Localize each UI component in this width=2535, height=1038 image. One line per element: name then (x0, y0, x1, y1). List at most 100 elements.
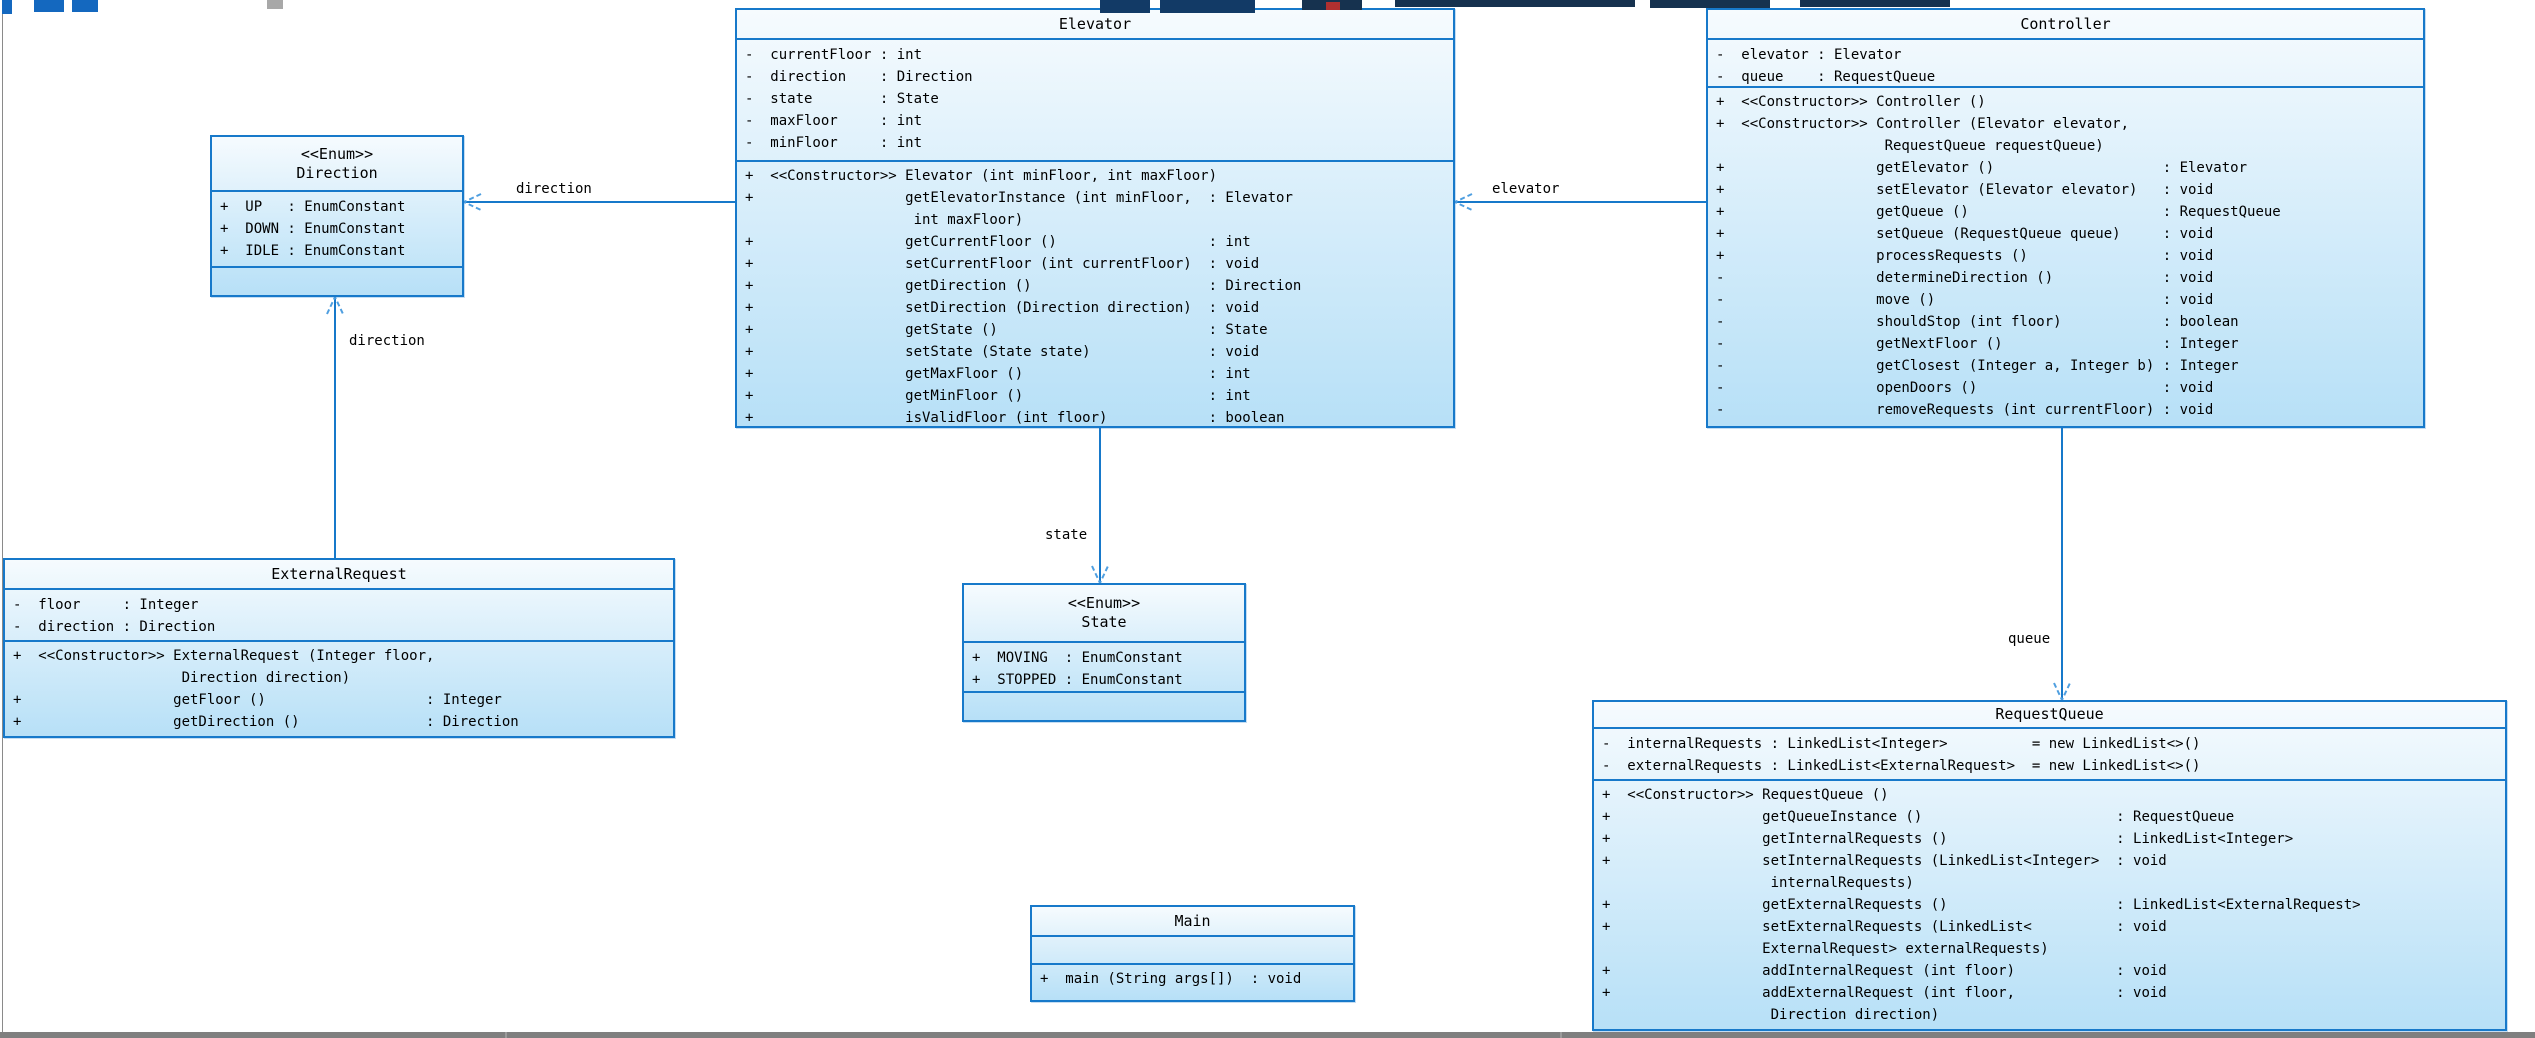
edge-label-elevator-to-state: state (1045, 527, 1088, 543)
method-row: - getNextFloor () : Integer (1716, 336, 2239, 352)
method-row: + <<Constructor>> Elevator (int minFloor… (745, 168, 1218, 184)
methods-compartment: + <<Constructor>> Elevator (int minFloor… (737, 162, 1453, 429)
attribute-row: - currentFloor : int (745, 47, 923, 63)
method-row: + setCurrentFloor (int currentFloor) : v… (745, 256, 1260, 272)
methods-compartment: + <<Constructor>> RequestQueue ()+ getQu… (1594, 781, 2505, 1026)
method-row: Direction direction) (1602, 1007, 1940, 1023)
edge-label-controller-to-requestqueue: queue (2008, 631, 2051, 647)
horizontal-scrollbar[interactable] (0, 1032, 2535, 1038)
method-row: + <<Constructor>> Controller (Elevator e… (1716, 116, 2130, 132)
attributes-compartment: + UP : EnumConstant + DOWN : EnumConstant… (212, 192, 462, 268)
clipped-toolbar-artifact (1650, 0, 1770, 8)
attribute-row: - internalRequests : LinkedList<Integer>… (1602, 736, 2201, 752)
attribute-row: + UP : EnumConstant (220, 199, 406, 215)
attribute-row: - maxFloor : int (745, 113, 923, 129)
class-header-externalrequest: ExternalRequest (5, 560, 673, 590)
clipped-toolbar-artifact (34, 0, 64, 12)
method-row: + getCurrentFloor () : int (745, 234, 1251, 250)
scrollbar-seam (505, 1032, 507, 1038)
method-row: - removeRequests (int currentFloor) : vo… (1716, 402, 2214, 418)
method-row: + setInternalRequests (LinkedList<Intege… (1602, 853, 2167, 869)
class-header-main: Main (1032, 907, 1353, 937)
clipped-toolbar-artifact (1800, 0, 1950, 7)
stereotype-label: <<Enum>> (1067, 594, 1141, 612)
edge-label-controller-to-elevator: elevator (1492, 181, 1560, 197)
stereotype-label: <<Enum>> (300, 144, 374, 163)
method-row: + <<Constructor>> Controller () (1716, 94, 1986, 110)
attribute-row: - elevator : Elevator (1716, 47, 1902, 63)
attributes-compartment (1032, 937, 1353, 965)
attribute-row: - minFloor : int (745, 135, 923, 151)
method-row: + getDirection () : Direction (745, 278, 1302, 294)
attributes-compartment: - floor : Integer- direction : Direction (5, 590, 673, 642)
attribute-row: - direction : Direction (13, 619, 216, 635)
class-box-externalrequest[interactable]: ExternalRequest - floor : Integer- direct… (3, 558, 675, 738)
methods-compartment (212, 268, 462, 271)
method-row: + setState (State state) : void (745, 344, 1260, 360)
attribute-row: - state : State (745, 91, 939, 107)
attribute-row: + MOVING : EnumConstant (972, 650, 1183, 666)
class-box-controller[interactable]: Controller - elevator : Elevator - queue :… (1706, 8, 2425, 428)
edge-label-elevator-to-direction: direction (516, 181, 592, 197)
open-arrowhead-icon (461, 193, 482, 211)
method-row: + getMaxFloor () : int (745, 366, 1251, 382)
class-header-requestqueue: RequestQueue (1594, 702, 2505, 729)
method-row: + setQueue (RequestQueue queue) : void (1716, 226, 2214, 242)
attribute-row: + DOWN : EnumConstant (220, 221, 406, 237)
class-name: Main (1174, 911, 1211, 930)
method-row: + processRequests () : void (1716, 248, 2214, 264)
method-row: + <<Constructor>> ExternalRequest (Integ… (13, 648, 435, 664)
class-name: State (1081, 613, 1127, 631)
attribute-row: - queue : RequestQueue (1716, 69, 1936, 85)
clipped-toolbar-artifact (1100, 0, 1150, 13)
method-row: + getElevatorInstance (int minFloor, : E… (745, 190, 1293, 206)
panel-border-left (2, 10, 3, 1032)
method-row: internalRequests) (1602, 875, 1914, 891)
method-row: + getFloor () : Integer (13, 692, 502, 708)
class-name: ExternalRequest (271, 564, 407, 583)
class-header-direction: <<Enum>>Direction (212, 137, 462, 192)
clipped-toolbar-artifact (1395, 0, 1635, 7)
methods-compartment: + <<Constructor>> ExternalRequest (Integ… (5, 642, 673, 733)
class-header-controller: Controller (1708, 10, 2423, 40)
method-row: + main (String args[]) : void (1040, 971, 1302, 987)
method-row: + setExternalRequests (LinkedList< : voi… (1602, 919, 2167, 935)
method-row: + addExternalRequest (int floor, : void (1602, 985, 2167, 1001)
method-row: Direction direction) (13, 670, 351, 686)
method-row: - determineDirection () : void (1716, 270, 2214, 286)
attributes-compartment: + MOVING : EnumConstant+ STOPPED : EnumC… (964, 643, 1244, 693)
methods-compartment (964, 693, 1244, 696)
clipped-toolbar-artifact (2, 0, 12, 14)
class-box-main[interactable]: Main + main (String args[]) : void (1030, 905, 1355, 1002)
open-arrowhead-icon (1452, 193, 1473, 211)
attributes-compartment: - currentFloor : int- direction : Direct… (737, 40, 1453, 162)
method-row: + addInternalRequest (int floor) : void (1602, 963, 2167, 979)
method-row: + <<Constructor>> RequestQueue () (1602, 787, 1889, 803)
method-row: int maxFloor) (745, 212, 1024, 228)
attributes-compartment: - elevator : Elevator - queue : RequestQu… (1708, 40, 2423, 88)
open-arrowhead-icon (326, 294, 344, 315)
class-header-state: <<Enum>>State (964, 585, 1244, 643)
clipped-toolbar-artifact (1160, 0, 1255, 13)
method-row: + getState () : State (745, 322, 1268, 338)
method-row: - getClosest (Integer a, Integer b) : In… (1716, 358, 2239, 374)
attribute-row: - externalRequests : LinkedList<External… (1602, 758, 2201, 774)
methods-compartment: + <<Constructor>> Controller () + <<Const… (1708, 88, 2423, 421)
class-box-requestqueue[interactable]: RequestQueue - internalRequests : LinkedL… (1592, 700, 2507, 1031)
class-box-state[interactable]: <<Enum>>State+ MOVING : EnumConstant+ ST… (962, 583, 1246, 722)
method-row: RequestQueue requestQueue) (1716, 138, 2104, 154)
class-name: Elevator (1058, 14, 1132, 33)
class-name: RequestQueue (1995, 705, 2104, 723)
attributes-compartment: - internalRequests : LinkedList<Integer>… (1594, 729, 2505, 781)
method-row: + setDirection (Direction direction) : v… (745, 300, 1260, 316)
method-row: ExternalRequest> externalRequests) (1602, 941, 2049, 957)
method-row: - openDoors () : void (1716, 380, 2214, 396)
class-box-elevator[interactable]: Elevator - currentFloor : int- direction … (735, 8, 1455, 428)
methods-compartment: + main (String args[]) : void (1032, 965, 1353, 990)
class-header-elevator: Elevator (737, 10, 1453, 40)
class-name: Direction (296, 163, 378, 182)
class-box-direction[interactable]: <<Enum>>Direction + UP : EnumConstant + DO… (210, 135, 464, 297)
class-name: Controller (2020, 14, 2111, 33)
scrollbar-seam (1560, 1032, 1562, 1038)
